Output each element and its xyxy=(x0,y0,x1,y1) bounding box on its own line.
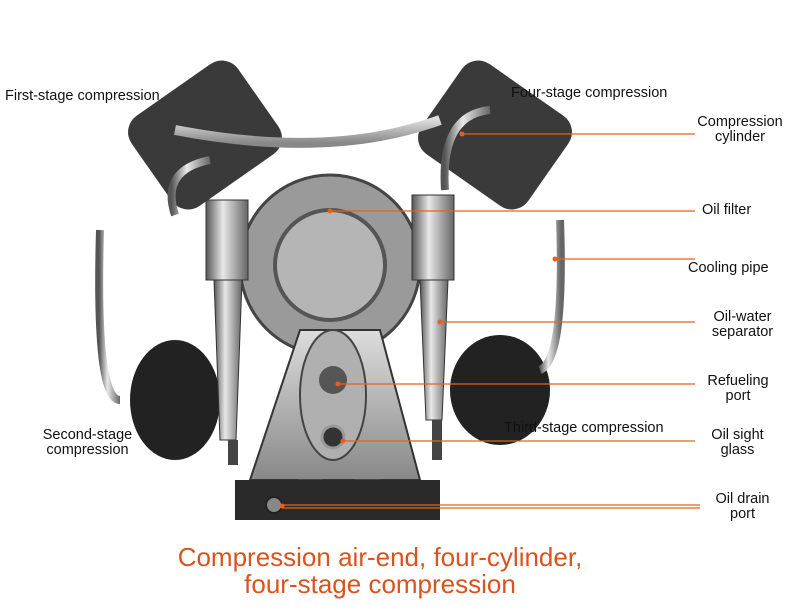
label-cooling-pipe: Cooling pipe xyxy=(688,260,769,276)
label-line: Oil sight xyxy=(711,427,764,443)
label-line: Oil drain xyxy=(715,491,770,507)
label-line: port xyxy=(730,506,755,522)
label-line: compression xyxy=(46,442,129,458)
top-cooling-coils xyxy=(258,23,450,103)
label-third-stage: Third-stage compression xyxy=(504,420,664,436)
leader-dots xyxy=(279,131,558,509)
caption-line-1: Compression air-end, four-cylinder, xyxy=(177,542,583,572)
label-line: Compression xyxy=(697,114,783,130)
crankcase xyxy=(235,173,440,520)
label-line: port xyxy=(725,388,751,404)
label-line: separator xyxy=(711,324,774,340)
label-refueling-port: Refueling port xyxy=(693,374,783,404)
separators xyxy=(167,106,491,465)
side-cooling-coils xyxy=(95,140,565,420)
caption-line-2: four-stage compression xyxy=(244,569,516,599)
label-oil-sight-glass: Oil sight glass xyxy=(695,428,780,458)
label-four-stage: Four-stage compression xyxy=(511,85,668,101)
label-compression-cylinder: Compression cylinder xyxy=(690,115,790,145)
label-second-stage: Second-stage compression xyxy=(30,428,145,458)
label-line: Oil-water xyxy=(713,309,772,325)
label-line: glass xyxy=(720,442,755,458)
label-oil-filter: Oil filter xyxy=(702,202,752,218)
label-oil-water-separator: Oil-water separator xyxy=(700,310,785,340)
leader-lines xyxy=(282,133,700,509)
label-oil-drain-port: Oil drain port xyxy=(700,492,785,522)
label-first-stage: First-stage compression xyxy=(5,88,160,104)
label-line: Second-stage xyxy=(42,427,133,443)
label-line: cylinder xyxy=(715,129,765,145)
label-line: Refueling xyxy=(707,373,769,389)
